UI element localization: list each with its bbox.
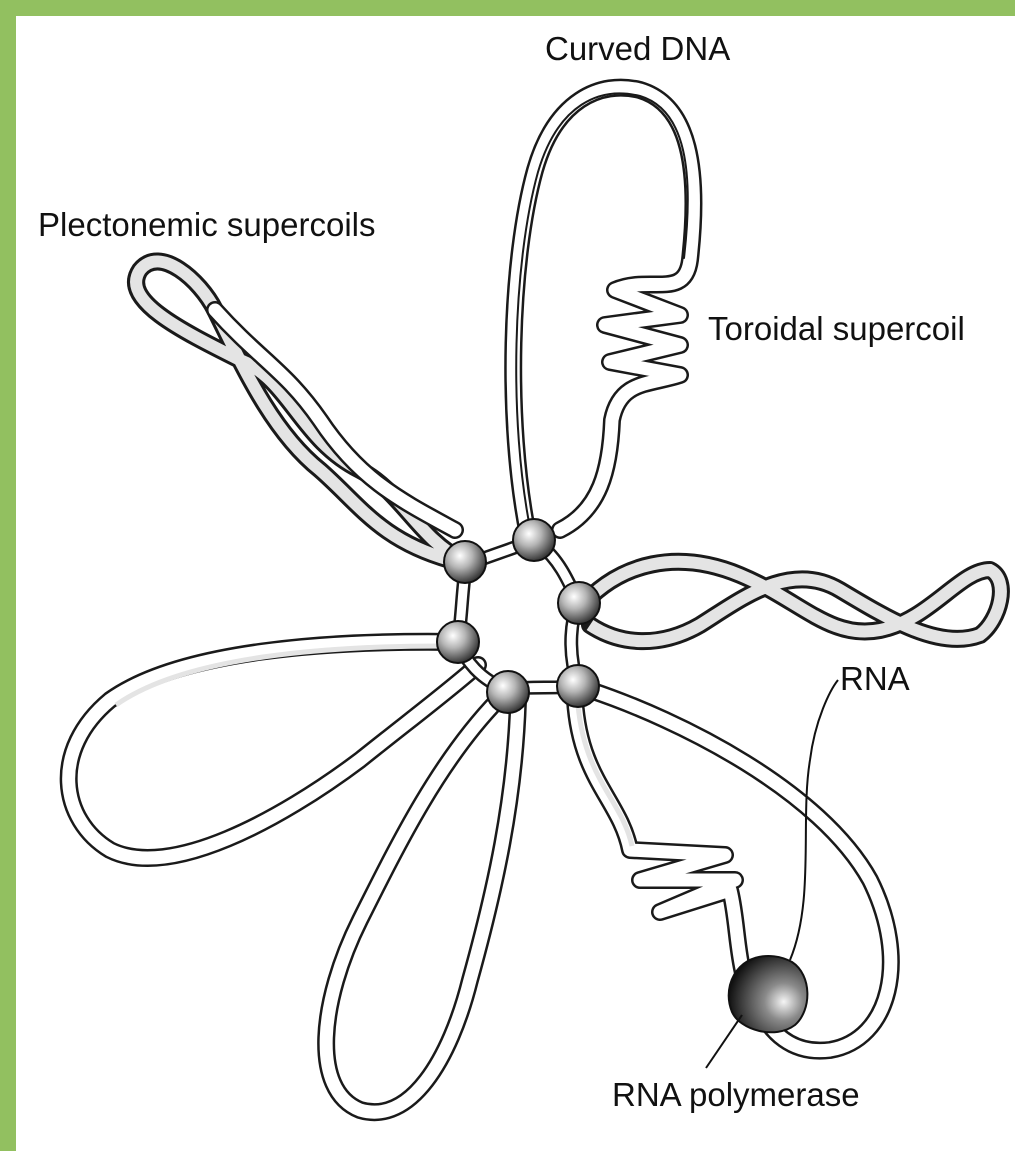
plectonemic-supercoil-upper <box>136 261 462 560</box>
label-rna-polymerase: RNA polymerase <box>612 1076 860 1113</box>
labels: Curved DNA Plectonemic supercoils Toroid… <box>38 30 965 1113</box>
label-curved-dna: Curved DNA <box>545 30 730 67</box>
plectonemic-supercoil-right <box>578 562 1001 641</box>
protein-bead-5 <box>557 665 599 707</box>
curved-dna-loop <box>513 88 693 535</box>
protein-bead-1 <box>444 541 486 583</box>
polymerase-leader-line <box>706 1015 742 1068</box>
rna-polymerase-blob <box>729 956 808 1032</box>
label-toroidal-supercoil: Toroidal supercoil <box>708 310 965 347</box>
protein-bead-4 <box>437 621 479 663</box>
protein-bead-6 <box>487 671 529 713</box>
label-rna: RNA <box>840 660 910 697</box>
rna-polymerase <box>729 956 808 1032</box>
label-plectonemic-supercoils: Plectonemic supercoils <box>38 206 375 243</box>
protein-bead-2 <box>513 519 555 561</box>
protein-bead-3 <box>558 582 600 624</box>
